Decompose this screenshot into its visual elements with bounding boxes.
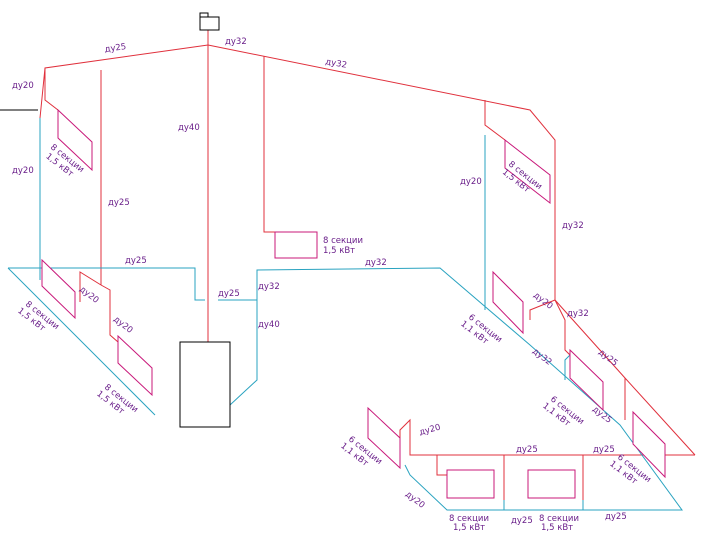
equipment — [179, 12, 231, 428]
radiator-bottom-left — [367, 406, 401, 470]
label-right-return-du20: ду20 — [460, 177, 482, 187]
label-left-return-du25: ду25 — [125, 256, 147, 266]
supply-right-stair-a — [529, 299, 556, 320]
label-right-supply-du32: ду32 — [562, 221, 584, 231]
label-bottom-du20-return: ду20 — [403, 489, 426, 510]
radiators — [41, 108, 666, 499]
label-bottom-du25-center: ду25 — [511, 516, 533, 526]
radiator-right-b — [569, 348, 604, 412]
radiator-power: 1,5 кВт — [323, 246, 355, 256]
label-center-du32: ду32 — [258, 282, 280, 292]
radiator-label-right-b: 6 секции 1,1 кВт — [540, 394, 585, 428]
label-right-low-du25: ду25 — [590, 404, 613, 425]
return-left-main — [8, 267, 205, 301]
radiator-sections: 8 секции — [449, 514, 489, 524]
pipe-labels: ду25 ду32 ду32 ду20 ду20 ду40 ду25 ду25 … — [12, 37, 627, 526]
label-bottom-du20-supply: ду20 — [418, 423, 442, 438]
boiler-icon — [179, 341, 231, 428]
label-center-du40: ду40 — [258, 320, 280, 330]
supply-center-branch — [263, 56, 275, 233]
radiator-label-center: 8 секции 1,5 кВт — [323, 236, 363, 256]
expansion-tank-icon — [199, 12, 220, 31]
label-right-diag-du25: ду25 — [596, 347, 619, 368]
label-center-du25: ду25 — [218, 289, 240, 299]
label-main-riser-du40: ду40 — [178, 123, 200, 133]
label-left-low-du20-a: ду20 — [77, 284, 100, 305]
supply-top-right-main — [207, 44, 556, 300]
return-left-diag — [7, 267, 156, 416]
radiator-top-right — [504, 138, 551, 205]
radiator-bottom-b — [527, 469, 576, 499]
supply-top-right-radiator-branch — [484, 100, 506, 141]
radiator-label-bottom-b: 8 секции 1,5 кВт — [539, 514, 579, 533]
label-right-mid-du32: ду32 — [567, 309, 589, 319]
radiator-right-a — [492, 270, 524, 335]
return-pipes — [7, 118, 683, 511]
radiator-left-b — [117, 334, 153, 397]
radiator-label-left-a: 8 секции 1,5 кВт — [15, 299, 60, 333]
supply-right-stair-b — [554, 299, 571, 356]
radiator-sections: 8 секции — [539, 514, 579, 524]
label-top-du32: ду32 — [225, 37, 247, 47]
label-right-diag-du32: ду32 — [530, 346, 553, 367]
radiator-power: 1,5 кВт — [453, 523, 485, 533]
label-bottom-du25-right: ду25 — [593, 445, 615, 455]
radiator-left-a — [41, 258, 76, 320]
radiator-label-bottom-a: 8 секции 1,5 кВт — [449, 514, 489, 533]
radiator-label-left-b: 8 секции 1,5 кВт — [94, 382, 139, 416]
label-bottom-du25-supply: ду25 — [516, 445, 538, 455]
radiator-right-c — [632, 410, 666, 479]
return-right-link — [564, 354, 571, 380]
radiator-center — [274, 231, 318, 259]
supply-left-lower-branch — [79, 271, 102, 302]
label-left-low-du20-b: ду20 — [111, 314, 134, 335]
radiator-power: 1,5 кВт — [541, 523, 573, 533]
label-left-riser-du20: ду20 — [12, 81, 34, 91]
radiator-label-right-a: 6 секции 1,1 кВт — [458, 312, 503, 346]
radiator-sections: 8 секции — [323, 236, 363, 246]
radiator-top-left — [57, 108, 93, 172]
return-center-main — [229, 267, 683, 511]
label-left-return-du20: ду20 — [12, 166, 34, 176]
radiator-bottom-a — [446, 469, 495, 499]
label-mid-return-du32: ду32 — [365, 258, 387, 268]
label-top-right-du32: ду32 — [324, 57, 347, 71]
supply-pipes — [39, 30, 696, 500]
supply-top-left-main — [39, 44, 209, 119]
supply-left-lower-branch-b — [100, 284, 119, 343]
label-bottom-du25-return: ду25 — [605, 512, 627, 522]
supply-bottom-link — [436, 455, 447, 476]
label-left-supply-du25: ду25 — [108, 198, 130, 208]
supply-top-left-radiator-branch — [44, 68, 59, 111]
supply-bottom-main — [399, 418, 695, 456]
label-top-left-du25: ду25 — [104, 42, 127, 55]
